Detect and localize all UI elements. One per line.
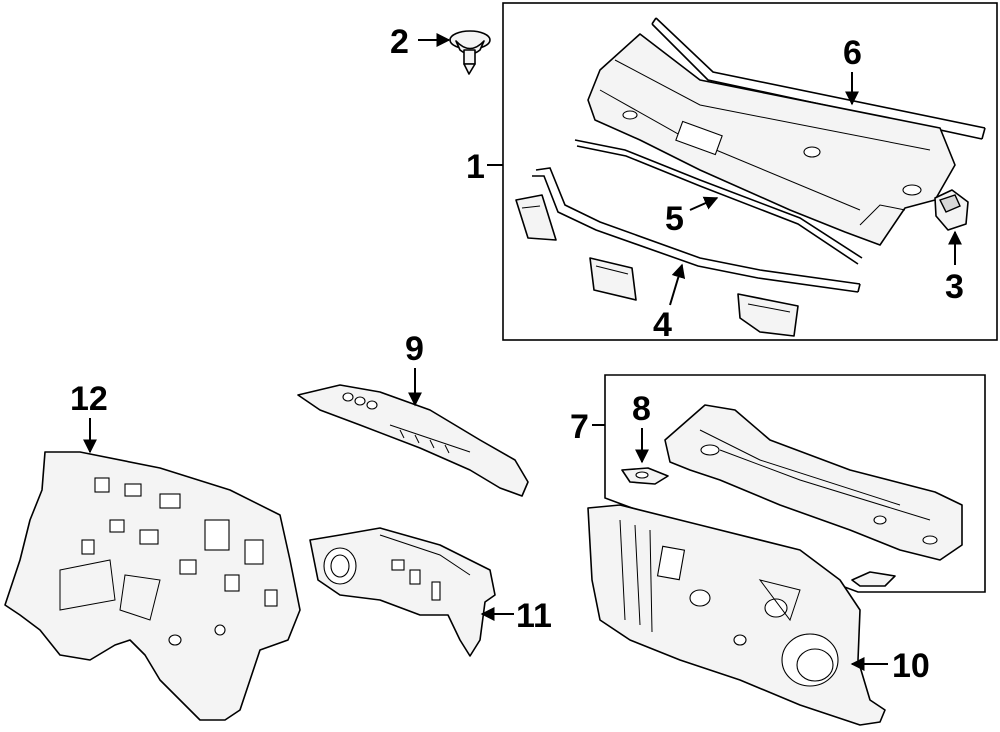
callout-2[interactable]: 2 bbox=[390, 23, 409, 61]
part-7-reinforcement[interactable] bbox=[664, 404, 963, 587]
part-small-trim-right[interactable] bbox=[737, 293, 799, 337]
callout-10[interactable]: 10 bbox=[892, 647, 930, 685]
part-1-cowl-panel[interactable] bbox=[587, 33, 956, 246]
part-2-clip[interactable] bbox=[449, 30, 491, 75]
callout-5-leader bbox=[689, 196, 719, 211]
part-5-seal[interactable] bbox=[574, 139, 863, 265]
part-8-clip[interactable] bbox=[621, 467, 669, 485]
callout-4[interactable]: 4 bbox=[653, 306, 672, 344]
part-12-dash-insulator[interactable] bbox=[4, 451, 301, 721]
cowl-assembly-group-box bbox=[502, 2, 998, 341]
callout-5[interactable]: 5 bbox=[665, 200, 684, 238]
part-4-trim-strip[interactable] bbox=[532, 167, 861, 293]
part-3-bracket[interactable] bbox=[934, 189, 969, 231]
part-9-cross-member[interactable] bbox=[297, 384, 529, 497]
callout-1[interactable]: 1 bbox=[466, 148, 485, 186]
part-7-group-box bbox=[604, 374, 986, 593]
part-small-trim-left[interactable] bbox=[515, 194, 557, 241]
callout-6[interactable]: 6 bbox=[843, 34, 862, 72]
part-10-dash-panel[interactable] bbox=[587, 504, 886, 726]
callout-4-leader bbox=[669, 263, 686, 306]
callout-12[interactable]: 12 bbox=[70, 380, 108, 418]
part-small-trim-center[interactable] bbox=[589, 257, 637, 301]
part-11-bracket[interactable] bbox=[309, 527, 496, 657]
callout-11[interactable]: 11 bbox=[516, 597, 552, 635]
callout-3[interactable]: 3 bbox=[945, 268, 964, 306]
callout-9[interactable]: 9 bbox=[405, 330, 424, 368]
callout-8[interactable]: 8 bbox=[632, 390, 651, 428]
callout-7[interactable]: 7 bbox=[570, 408, 589, 446]
